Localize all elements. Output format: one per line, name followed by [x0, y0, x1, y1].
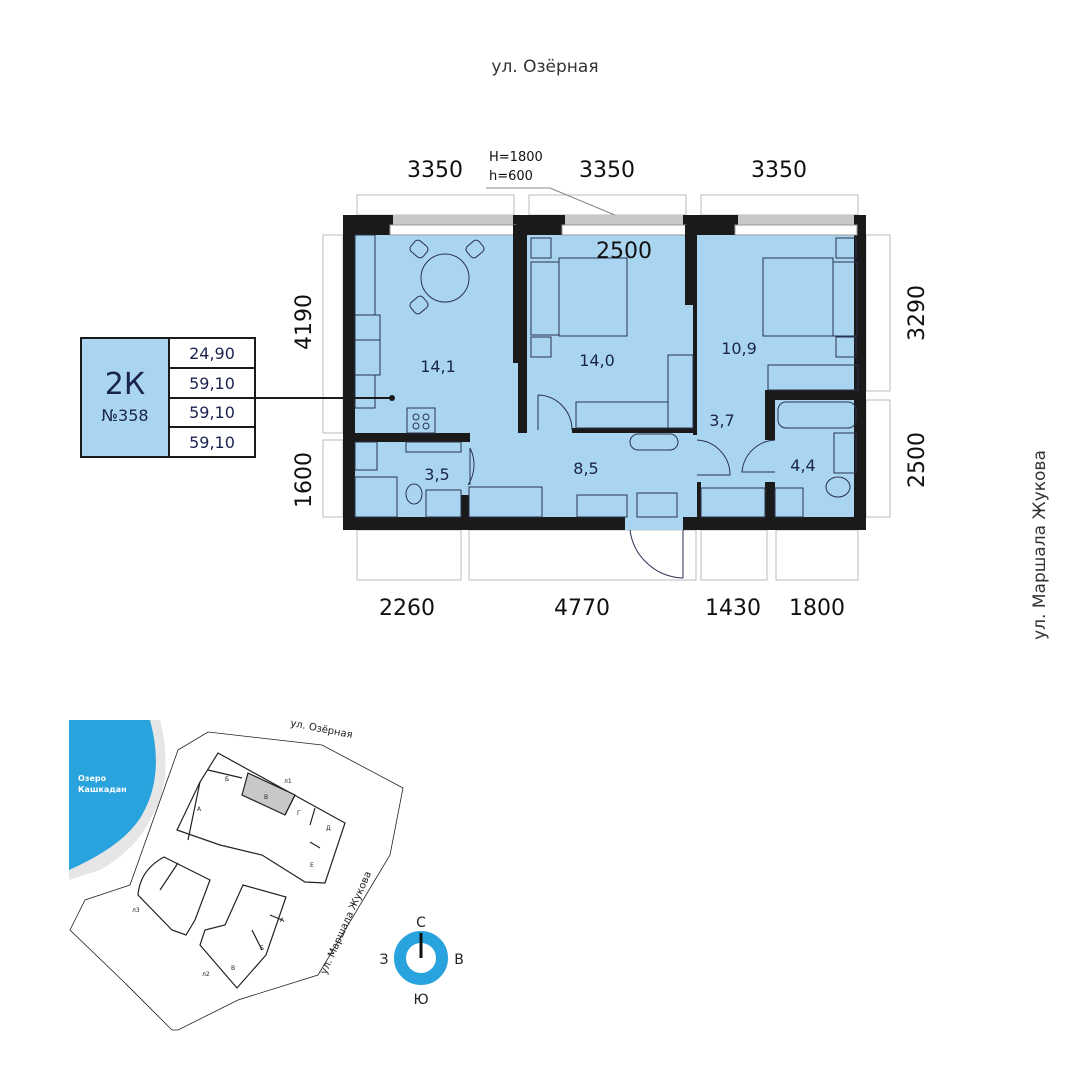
- dim-top-2: 3350: [579, 158, 635, 183]
- dim-top-1: 3350: [407, 158, 463, 183]
- room-area-bathroom1: 3,5: [424, 465, 449, 484]
- lake-label-1: Озеро: [78, 774, 107, 783]
- dim-inner-top: 2500: [596, 239, 652, 264]
- window-kitchen: [393, 215, 513, 225]
- compass-east: В: [454, 952, 464, 968]
- section-label: Е: [310, 862, 314, 869]
- dim-right-2: 2500: [905, 432, 930, 488]
- section-label: В: [231, 965, 235, 972]
- window-sill: [734, 224, 858, 236]
- compass-west: З: [380, 952, 389, 968]
- building-l2: [199, 884, 287, 989]
- area-value-3: 59,10: [189, 403, 235, 422]
- wall: [518, 363, 527, 433]
- entrance: [625, 517, 683, 530]
- street-right-label: ул. Маршала Жукова: [1030, 450, 1050, 640]
- dim-left-1: 4190: [292, 294, 317, 350]
- wall: [765, 400, 775, 440]
- room-fill: [355, 235, 854, 517]
- window-sill: [389, 224, 517, 236]
- wall: [765, 390, 866, 400]
- door-bathroom1: [467, 447, 475, 486]
- window-bedroom2: [738, 215, 854, 225]
- compass: С Ю З В: [380, 915, 464, 1008]
- wall: [697, 482, 701, 520]
- site-street-top: ул. Озёрная: [289, 718, 353, 741]
- room-area-kitchen: 14,1: [420, 357, 456, 376]
- site-street-right: ул. Маршала Жукова: [319, 870, 374, 976]
- building-l3: [137, 856, 211, 936]
- wall: [572, 428, 697, 433]
- room-area-hall: 8,5: [573, 459, 598, 478]
- area-value-2: 59,10: [189, 374, 235, 393]
- apartment-number: №358: [101, 406, 148, 425]
- dim-bottom-3: 1430: [705, 596, 761, 621]
- section-label: В: [264, 794, 268, 801]
- apartment-type: 2К: [105, 367, 145, 402]
- apartment-info-box: 2К №358 24,90 59,10 59,10 59,10: [80, 337, 256, 458]
- window-sill-label: h=600: [489, 169, 533, 184]
- section-label: А: [197, 806, 202, 813]
- section-label: А: [280, 917, 285, 924]
- wall: [461, 495, 469, 520]
- compass-south: Ю: [413, 992, 428, 1008]
- section-label: Б: [225, 776, 229, 783]
- room-area-bathroom2: 4,4: [790, 456, 815, 475]
- wall: [693, 305, 697, 435]
- building-label-l1: л1: [284, 778, 292, 785]
- building-label-l3: л3: [132, 907, 140, 914]
- section-label: Г: [297, 810, 301, 817]
- window-sill: [561, 224, 687, 236]
- site-map: Озеро Кашкадан Б В Г Д Е А А Б В л1: [69, 718, 404, 1031]
- callout-dot: [389, 395, 395, 401]
- room-area-bedroom2: 10,9: [721, 339, 757, 358]
- street-top-label: ул. Озёрная: [491, 57, 598, 77]
- dim-bottom-4: 1800: [789, 596, 845, 621]
- door-entrance: [629, 529, 684, 579]
- wall: [513, 225, 527, 363]
- area-value-1: 24,90: [189, 344, 235, 363]
- dim-bottom-2: 4770: [554, 596, 610, 621]
- window-bedroom1: [565, 215, 683, 225]
- lake: [69, 720, 156, 870]
- room-area-bedroom1: 14,0: [579, 351, 615, 370]
- section-label: Д: [326, 825, 331, 832]
- door-bedroom1: [537, 394, 573, 431]
- wall: [343, 433, 470, 442]
- section-label: Б: [260, 945, 264, 952]
- room-area-closet: 3,7: [709, 411, 734, 430]
- lake-label-2: Кашкадан: [78, 785, 127, 794]
- dim-left-2: 1600: [292, 452, 317, 508]
- building-l1: [176, 752, 346, 884]
- wall: [765, 482, 775, 520]
- dim-top-3: 3350: [751, 158, 807, 183]
- site-boundary: [69, 731, 404, 1031]
- apartment-plan: 14,1 14,0 10,9 3,5 8,5 3,7 4,4 2500: [240, 215, 866, 579]
- dim-bottom-1: 2260: [379, 596, 435, 621]
- window-height-label: H=1800: [489, 150, 543, 165]
- dim-right-1: 3290: [905, 285, 930, 341]
- furniture: [354, 234, 859, 518]
- building-label-l2: л2: [202, 971, 210, 978]
- door-bathroom2: [741, 439, 776, 473]
- compass-north: С: [416, 915, 426, 931]
- area-value-4: 59,10: [189, 433, 235, 452]
- wall: [685, 225, 697, 305]
- door-closet: [696, 439, 731, 476]
